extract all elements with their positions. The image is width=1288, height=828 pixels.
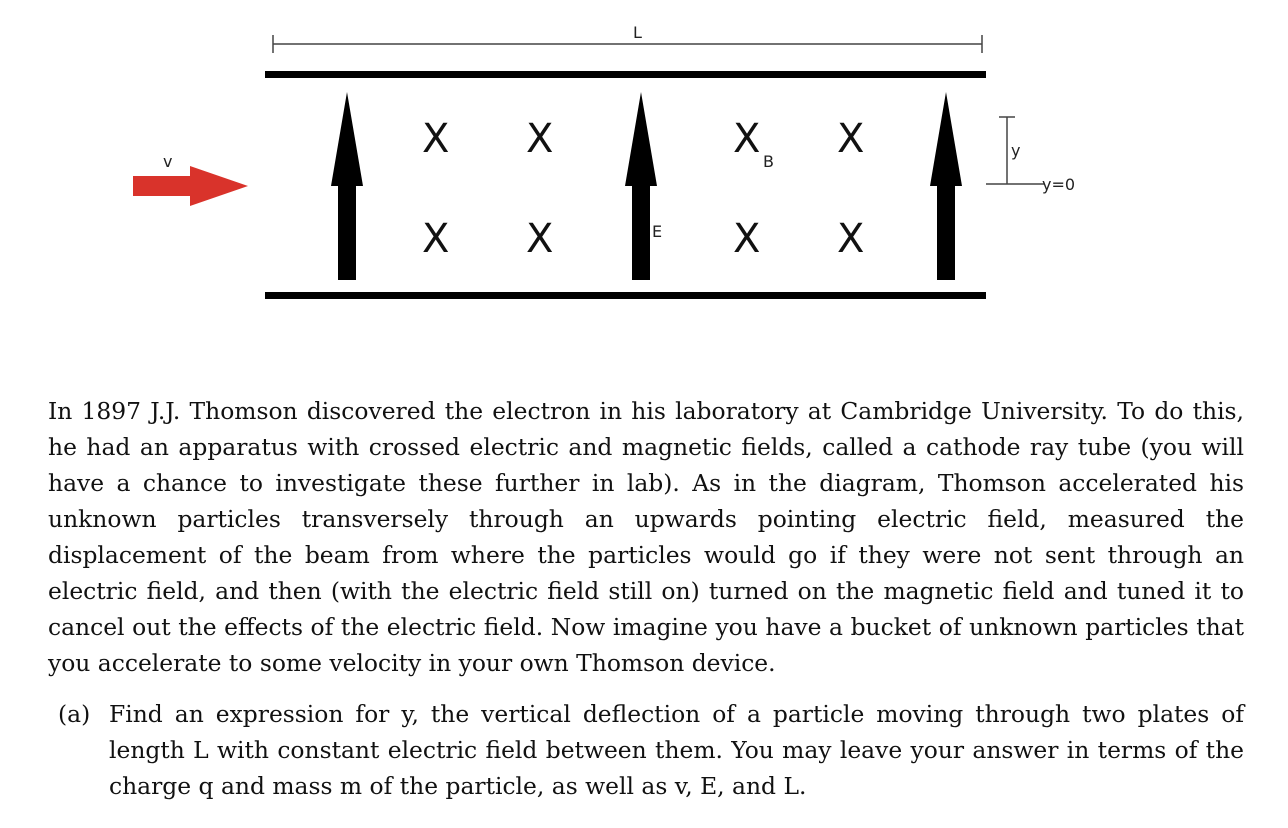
magnetic-field-cross: X bbox=[733, 116, 760, 162]
velocity-label: v bbox=[163, 152, 172, 171]
magnetic-field-cross: X bbox=[526, 116, 553, 162]
field-B-label: B bbox=[763, 152, 774, 171]
bottom-plate bbox=[265, 292, 986, 299]
thomson-apparatus-diagram: L v E X X X X X X X X B y y=0 bbox=[133, 23, 1075, 299]
part-a-text: Find an expression for y, the vertical d… bbox=[109, 700, 1244, 800]
deflection-marker: y y=0 bbox=[986, 116, 1075, 194]
magnetic-field-cross: X bbox=[837, 116, 864, 162]
magnetic-field-cross: X bbox=[837, 216, 864, 262]
magnetic-field-cross: X bbox=[422, 116, 449, 162]
reference-line-label: y=0 bbox=[1042, 175, 1075, 194]
length-dimension: L bbox=[272, 23, 983, 53]
length-label: L bbox=[633, 23, 642, 42]
magnetic-field-cross: X bbox=[526, 216, 553, 262]
field-E-label: E bbox=[652, 222, 662, 241]
electric-field-arrow bbox=[930, 92, 962, 280]
deflection-label: y bbox=[1011, 141, 1020, 160]
electric-field-arrow bbox=[331, 92, 363, 280]
velocity-arrow: v bbox=[133, 152, 248, 206]
part-a-label: (a) bbox=[58, 700, 91, 728]
question-part-a: (a) Find an expression for y, the vertic… bbox=[58, 696, 1244, 804]
electric-field-arrow bbox=[625, 92, 657, 280]
top-plate bbox=[265, 71, 986, 78]
intro-paragraph: In 1897 J.J. Thomson discovered the elec… bbox=[48, 397, 1244, 677]
intro-paragraph-block: In 1897 J.J. Thomson discovered the elec… bbox=[48, 393, 1244, 681]
magnetic-field-cross: X bbox=[422, 216, 449, 262]
magnetic-field-cross: X bbox=[733, 216, 760, 262]
